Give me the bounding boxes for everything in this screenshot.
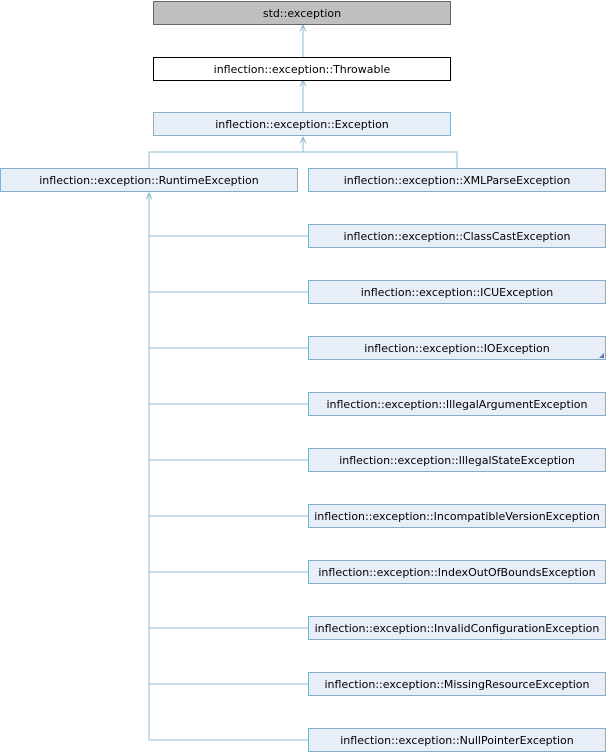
child-class-node[interactable]: inflection::exception::ICUException	[308, 280, 606, 304]
child-class-node[interactable]: inflection::exception::IllegalArgumentEx…	[308, 392, 606, 416]
edge-runtime-to-exception	[148, 151, 303, 168]
child-class-node[interactable]: inflection::exception::NullPointerExcept…	[308, 728, 606, 752]
has-subclasses-marker	[599, 353, 604, 358]
child-class-node[interactable]: inflection::exception::ClassCastExceptio…	[308, 224, 606, 248]
runtime-exception-node[interactable]: inflection::exception::RuntimeException	[0, 168, 298, 192]
child-class-node[interactable]: inflection::exception::IOException	[308, 336, 606, 360]
child-edges	[149, 235, 308, 741]
std-exception-node[interactable]: std::exception	[153, 1, 451, 25]
edge-xmlparse-to-exception	[303, 151, 458, 168]
xml-parse-exception-node[interactable]: inflection::exception::XMLParseException	[308, 168, 606, 192]
throwable-node[interactable]: inflection::exception::Throwable	[153, 57, 451, 81]
child-class-node[interactable]: inflection::exception::IndexOutOfBoundsE…	[308, 560, 606, 584]
child-class-node[interactable]: inflection::exception::IncompatibleVersi…	[308, 504, 606, 528]
exception-node[interactable]: inflection::exception::Exception	[153, 112, 451, 136]
child-class-node[interactable]: inflection::exception::MissingResourceEx…	[308, 672, 606, 696]
child-class-node[interactable]: inflection::exception::InvalidConfigurat…	[308, 616, 606, 640]
child-class-node[interactable]: inflection::exception::IllegalStateExcep…	[308, 448, 606, 472]
